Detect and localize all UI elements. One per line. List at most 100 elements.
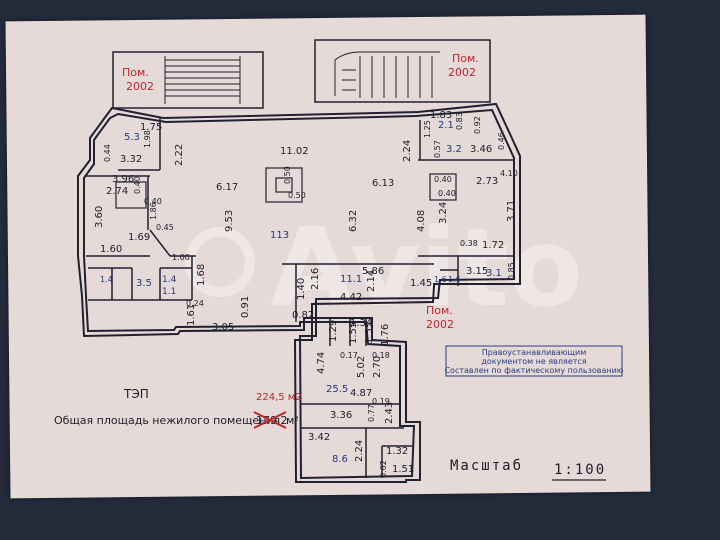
svg-text:1.69: 1.69 — [128, 232, 150, 243]
svg-text:3.60: 3.60 — [94, 206, 105, 228]
svg-text:3.71: 3.71 — [506, 200, 517, 222]
svg-text:0.57: 0.57 — [433, 140, 442, 158]
svg-text:2.24: 2.24 — [354, 440, 365, 462]
svg-text:2.74: 2.74 — [106, 186, 128, 197]
svg-text:2002: 2002 — [126, 80, 154, 93]
svg-text:0.50: 0.50 — [288, 191, 306, 200]
svg-text:0.62: 0.62 — [379, 460, 388, 478]
scale-block: Масштаб 1:100 — [450, 458, 606, 481]
svg-text:0.40: 0.40 — [144, 197, 162, 206]
svg-text:1.76: 1.76 — [380, 324, 391, 346]
room-area-1-6b: 1.6 — [448, 275, 461, 284]
room-area-1-4b: 1.4 — [162, 275, 177, 285]
svg-text:0.45: 0.45 — [156, 223, 174, 232]
svg-text:1.60: 1.60 — [100, 244, 122, 255]
svg-text:2.22: 2.22 — [174, 144, 185, 166]
svg-text:4.87: 4.87 — [350, 388, 372, 399]
svg-text:0.24: 0.24 — [186, 299, 204, 308]
svg-text:1.68: 1.68 — [196, 264, 207, 286]
svg-text:0.82: 0.82 — [292, 310, 314, 321]
columns — [115, 167, 457, 209]
svg-text:2.16: 2.16 — [310, 268, 321, 290]
room-area-5-3: 5.3 — [124, 132, 140, 143]
room-area-1-6a: 1.6 — [434, 275, 447, 284]
svg-text:0.46: 0.46 — [497, 132, 506, 150]
svg-text:0.83: 0.83 — [455, 112, 464, 130]
svg-text:1.34: 1.34 — [350, 318, 372, 329]
watermark-text: Avito — [270, 206, 583, 331]
stair-left — [164, 56, 241, 104]
svg-text:2002: 2002 — [426, 318, 454, 331]
tep-area-unit: м² — [286, 414, 299, 427]
svg-text:Пом.: Пом. — [426, 304, 453, 317]
svg-text:1.29: 1.29 — [328, 320, 339, 342]
svg-text:6.17: 6.17 — [216, 182, 238, 193]
svg-text:2002: 2002 — [448, 66, 476, 79]
room-area-8-6: 8.6 — [332, 454, 348, 465]
svg-text:0.40: 0.40 — [438, 189, 456, 198]
svg-text:1.83: 1.83 — [430, 110, 452, 121]
dimension-labels: 11.02 1.75 1.98 0.44 3.32 2.22 2.24 1.83… — [94, 110, 518, 478]
svg-text:1.45: 1.45 — [410, 278, 432, 289]
svg-text:2.73: 2.73 — [476, 176, 498, 187]
svg-text:Пом.: Пом. — [452, 52, 479, 65]
room-area-3-1: 3.1 — [486, 268, 502, 279]
scale-label: Масштаб — [450, 458, 523, 474]
svg-text:3.42: 3.42 — [308, 432, 330, 443]
room-area-11-1: 11.1 — [340, 274, 362, 285]
avito-watermark: Avito — [185, 206, 583, 331]
svg-text:4.10: 4.10 — [500, 169, 518, 178]
svg-text:1.61: 1.61 — [186, 304, 197, 326]
svg-text:1.98: 1.98 — [143, 130, 152, 148]
svg-text:1.55: 1.55 — [364, 322, 375, 344]
svg-text:11.02: 11.02 — [280, 146, 309, 157]
svg-text:0.91: 0.91 — [240, 296, 251, 318]
svg-text:0.40: 0.40 — [434, 175, 452, 184]
room-ref-top-left: Пом. 2002 — [122, 66, 154, 93]
svg-text:1.75: 1.75 — [140, 122, 162, 133]
svg-text:3.05: 3.05 — [212, 322, 234, 333]
svg-text:0.50: 0.50 — [283, 166, 292, 184]
room-area-1-1: 1.1 — [162, 287, 176, 297]
svg-text:1.51: 1.51 — [392, 464, 414, 475]
svg-text:1.72: 1.72 — [482, 240, 504, 251]
svg-text:3.96: 3.96 — [112, 174, 134, 185]
svg-text:Пом.: Пом. — [122, 66, 149, 79]
svg-text:5.86: 5.86 — [362, 266, 384, 277]
svg-text:0.19: 0.19 — [372, 397, 390, 406]
svg-text:2.70: 2.70 — [372, 356, 383, 378]
svg-text:1.32: 1.32 — [386, 446, 408, 457]
svg-text:3.32: 3.32 — [120, 154, 142, 165]
note-line-3: Составлен по фактическому пользованию — [444, 366, 623, 375]
room-area-2-1: 2.1 — [438, 120, 454, 131]
scale-value: 1:100 — [554, 462, 606, 478]
room-areas: 5.3 113 11.1 25.5 8.6 3.5 1.4 1.4 1.1 2.… — [100, 120, 502, 465]
svg-text:4.42: 4.42 — [340, 292, 362, 303]
svg-text:2.43: 2.43 — [384, 402, 395, 424]
svg-text:1.25: 1.25 — [423, 120, 432, 138]
svg-text:6.32: 6.32 — [348, 210, 359, 232]
svg-text:2.14: 2.14 — [366, 270, 377, 292]
tep-area-new-value: 224,5 м2 — [256, 392, 302, 403]
svg-text:2.24: 2.24 — [402, 140, 413, 162]
svg-text:5.02: 5.02 — [356, 356, 367, 378]
svg-text:0.17: 0.17 — [340, 351, 358, 360]
tep-title: ТЭП — [123, 387, 149, 401]
room-area-113: 113 — [270, 230, 289, 241]
room-area-3-2: 3.2 — [446, 144, 462, 155]
outer-walls — [77, 39, 521, 483]
room-area-1-4: 1.4 — [100, 275, 113, 284]
svg-text:1.00: 1.00 — [172, 253, 190, 262]
svg-text:3.36: 3.36 — [330, 410, 352, 421]
svg-text:0.38: 0.38 — [460, 239, 478, 248]
partitions — [86, 118, 514, 478]
room-area-25-5: 25.5 — [326, 384, 348, 395]
svg-text:0.85: 0.85 — [507, 262, 516, 280]
svg-text:0.18: 0.18 — [372, 351, 390, 360]
tep-block: ТЭП Общая площадь нежилого помещения 179… — [54, 387, 302, 429]
svg-text:6.13: 6.13 — [372, 178, 394, 189]
note-box: Правоустанавливающим документом не являе… — [444, 345, 624, 377]
svg-text:0.44: 0.44 — [103, 144, 112, 162]
